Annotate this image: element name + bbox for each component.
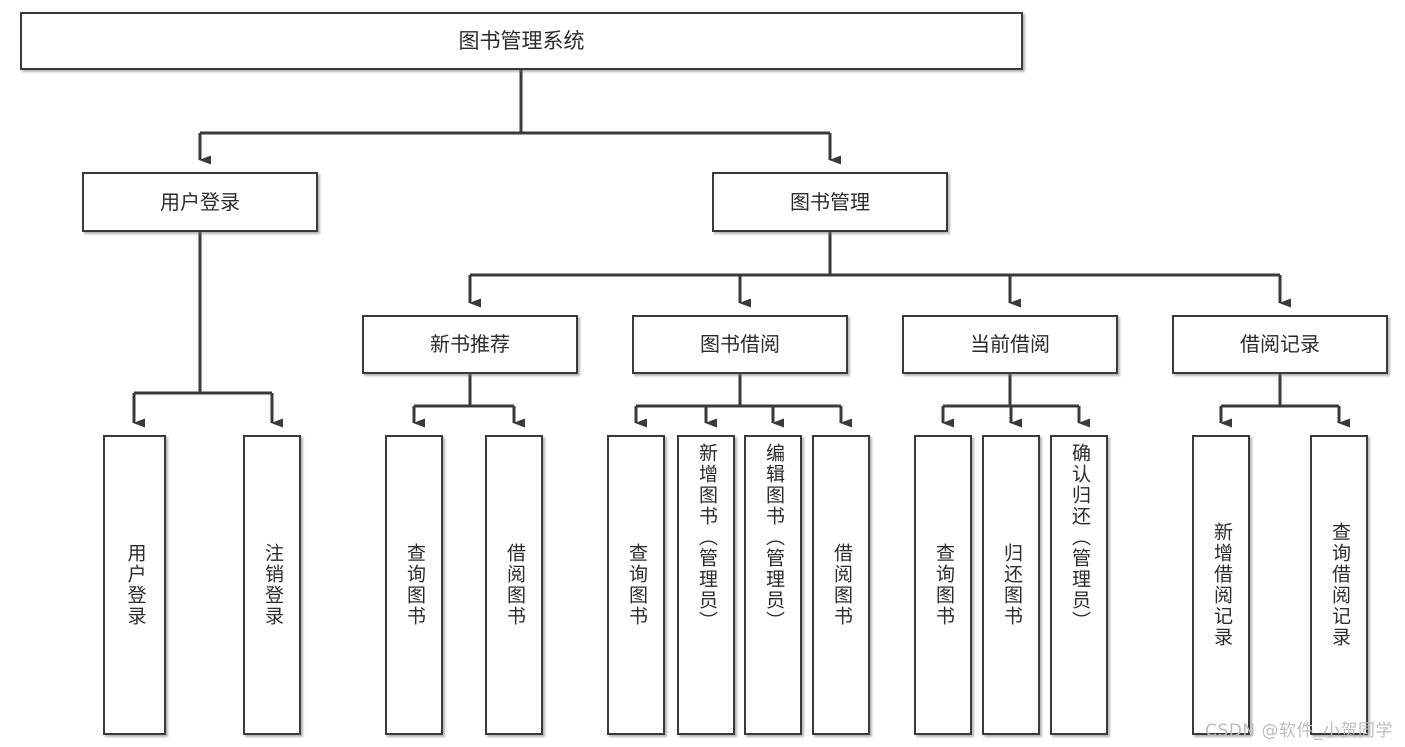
node-book-management[interactable]: 图书管理 <box>712 172 948 232</box>
leaf-add-borrow-record[interactable]: 新增借阅记录 <box>1192 435 1250 735</box>
node-label: 借阅记录 <box>1240 332 1320 356</box>
node-label: 新书推荐 <box>430 332 510 356</box>
node-book-management-system[interactable]: 图书管理系统 <box>20 12 1023 70</box>
node-label: 注销登录 <box>261 543 284 627</box>
leaf-logout[interactable]: 注销登录 <box>243 435 301 735</box>
node-label: 查询图书 <box>625 543 648 627</box>
node-book-borrow[interactable]: 图书借阅 <box>632 315 848 374</box>
node-label: 确认归还（管理员） <box>1068 443 1091 632</box>
node-label: 图书借阅 <box>700 332 780 356</box>
leaf-return-book[interactable]: 归还图书 <box>982 435 1040 735</box>
node-label: 查询图书 <box>932 543 955 627</box>
leaf-confirm-return-admin[interactable]: 确认归还（管理员） <box>1050 435 1108 735</box>
node-label: 新增借阅记录 <box>1210 522 1233 648</box>
node-label: 借阅图书 <box>503 543 526 627</box>
node-label: 查询借阅记录 <box>1328 522 1351 648</box>
node-label: 查询图书 <box>403 543 426 627</box>
node-label: 当前借阅 <box>970 332 1050 356</box>
node-new-book-recommend[interactable]: 新书推荐 <box>362 315 578 374</box>
node-borrow-record[interactable]: 借阅记录 <box>1172 315 1388 374</box>
leaf-query-book-recommend[interactable]: 查询图书 <box>385 435 443 735</box>
leaf-edit-book-admin[interactable]: 编辑图书（管理员） <box>744 435 802 735</box>
node-label: 用户登录 <box>124 543 147 627</box>
node-label: 借阅图书 <box>830 543 853 627</box>
csdn-watermark: CSDN @软件_小贺同学 <box>1205 721 1393 741</box>
leaf-query-borrow-record[interactable]: 查询借阅记录 <box>1310 435 1368 735</box>
leaf-borrow-book-recommend[interactable]: 借阅图书 <box>485 435 543 735</box>
leaf-query-book-current[interactable]: 查询图书 <box>914 435 972 735</box>
node-label: 图书管理 <box>790 189 870 214</box>
node-label: 归还图书 <box>1000 543 1023 627</box>
node-label: 图书管理系统 <box>458 28 585 53</box>
leaf-add-book-admin[interactable]: 新增图书（管理员） <box>677 435 735 735</box>
leaf-query-book-borrow[interactable]: 查询图书 <box>607 435 665 735</box>
leaf-user-login[interactable]: 用户登录 <box>103 435 166 735</box>
node-user-login[interactable]: 用户登录 <box>82 172 318 232</box>
node-label: 编辑图书（管理员） <box>762 443 785 632</box>
node-label: 新增图书（管理员） <box>695 443 718 632</box>
node-current-borrow[interactable]: 当前借阅 <box>902 315 1118 374</box>
node-label: 用户登录 <box>160 189 240 214</box>
leaf-borrow-book-borrow[interactable]: 借阅图书 <box>812 435 870 735</box>
